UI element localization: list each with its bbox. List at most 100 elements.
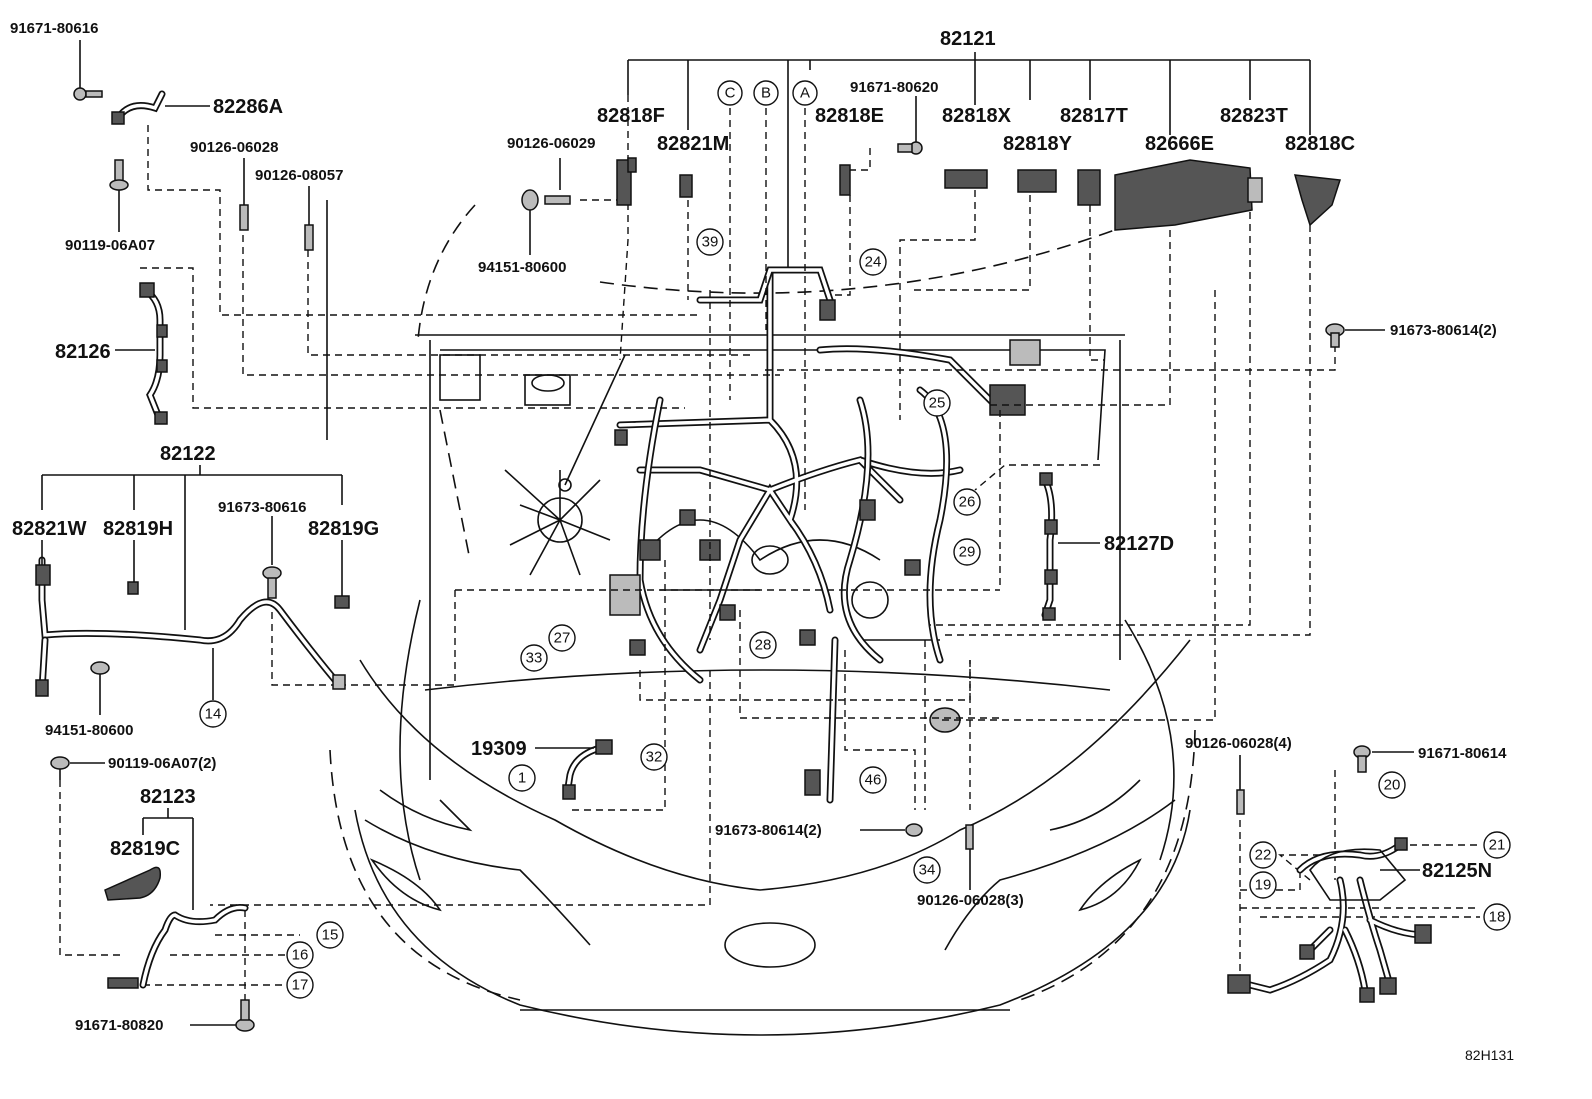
callout-46: 46 xyxy=(859,766,887,794)
svg-text:18: 18 xyxy=(1489,909,1506,926)
label-82125N: 82125N xyxy=(1422,860,1492,882)
stud-90126-06028 xyxy=(239,158,249,231)
svg-text:39: 39 xyxy=(702,234,719,251)
callout-20: 20 xyxy=(1378,771,1406,799)
label-90126-08057: 90126-08057 xyxy=(255,167,343,184)
callout-16: 16 xyxy=(286,941,314,969)
svg-text:C: C xyxy=(725,85,736,102)
label-91671-80620: 91671-80620 xyxy=(850,79,938,96)
part-labels: 82121 91671-80616 82286A 90126-06028 901… xyxy=(10,20,1514,1063)
marker-B: B xyxy=(753,80,779,106)
callout-32: 32 xyxy=(640,743,668,771)
callout-28: 28 xyxy=(749,631,777,659)
label-82126: 82126 xyxy=(55,341,111,363)
callout-1: 1 xyxy=(508,764,536,792)
label-82818X: 82818X xyxy=(942,105,1012,127)
callout-29: 29 xyxy=(953,538,981,566)
callout-26: 26 xyxy=(953,488,981,516)
svg-text:22: 22 xyxy=(1255,847,1272,864)
part-19309 xyxy=(535,739,613,800)
svg-text:26: 26 xyxy=(959,494,976,511)
label-82817T: 82817T xyxy=(1060,105,1128,127)
marker-C: C xyxy=(717,80,743,106)
svg-text:28: 28 xyxy=(755,637,772,654)
callout-19: 19 xyxy=(1249,871,1277,899)
label-91673-80614-2-bottom: 91673-80614(2) xyxy=(715,822,822,839)
svg-text:19: 19 xyxy=(1255,877,1272,894)
label-90126-06028-3: 90126-06028(3) xyxy=(917,892,1024,909)
label-91671-80614: 91671-80614 xyxy=(1418,745,1507,762)
svg-text:25: 25 xyxy=(929,395,946,412)
bolt-90119-06A07 xyxy=(109,159,129,232)
svg-text:20: 20 xyxy=(1384,777,1401,794)
label-82823T: 82823T xyxy=(1220,105,1288,127)
marker-A: A xyxy=(792,80,818,106)
label-90126-06028: 90126-06028 xyxy=(190,139,278,156)
label-82818E: 82818E xyxy=(815,105,884,127)
svg-text:A: A xyxy=(800,85,810,102)
callout-33: 33 xyxy=(520,644,548,672)
label-91673-80614-2-right: 91673-80614(2) xyxy=(1390,322,1497,339)
harness-82121-bracket xyxy=(627,52,1311,270)
svg-text:14: 14 xyxy=(205,706,222,723)
label-82123: 82123 xyxy=(140,786,196,808)
svg-text:46: 46 xyxy=(865,772,882,789)
svg-text:1: 1 xyxy=(518,770,526,787)
fan-illustration xyxy=(504,469,611,576)
label-90126-06029: 90126-06029 xyxy=(507,135,595,152)
callout-34: 34 xyxy=(913,856,941,884)
label-82819G: 82819G xyxy=(308,518,379,540)
leader-dashed-lines xyxy=(59,95,1480,1000)
harness-82123 xyxy=(50,756,255,1032)
callout-18: 18 xyxy=(1483,903,1511,931)
callout-22: 22 xyxy=(1249,841,1277,869)
callout-27: 27 xyxy=(548,624,576,652)
callout-25: 25 xyxy=(923,389,951,417)
callout-14: 14 xyxy=(199,700,227,728)
label-90119-06A07-2: 90119-06A07(2) xyxy=(108,755,216,772)
label-90119-06A07: 90119-06A07 xyxy=(65,237,155,254)
label-82122: 82122 xyxy=(160,443,216,465)
svg-text:34: 34 xyxy=(919,862,936,879)
bottom-center-fasteners xyxy=(860,823,974,890)
callout-17: 17 xyxy=(286,971,314,999)
callout-39: 39 xyxy=(696,228,724,256)
svg-text:B: B xyxy=(761,85,771,102)
label-82821W: 82821W xyxy=(12,518,87,540)
label-82818C: 82818C xyxy=(1285,133,1355,155)
label-82127D: 82127D xyxy=(1104,533,1174,555)
part-82127D xyxy=(1039,472,1100,621)
label-91671-80820: 91671-80820 xyxy=(75,1017,163,1034)
harness-82122 xyxy=(35,465,350,715)
harness-82125N xyxy=(1227,745,1432,1003)
label-82286A: 82286A xyxy=(213,96,283,118)
part-82286A xyxy=(73,40,210,125)
letter-markers: C B A xyxy=(717,80,818,106)
label-90126-06028-4: 90126-06028(4) xyxy=(1185,735,1292,752)
callout-15: 15 xyxy=(316,921,344,949)
svg-text:32: 32 xyxy=(646,749,663,766)
label-94151-80600-top: 94151-80600 xyxy=(478,259,566,276)
label-82821M: 82821M xyxy=(657,133,729,155)
svg-text:16: 16 xyxy=(292,947,309,964)
label-82818F: 82818F xyxy=(597,105,665,127)
label-82819C: 82819C xyxy=(110,838,180,860)
label-82819H: 82819H xyxy=(103,518,173,540)
label-82121: 82121 xyxy=(940,28,996,50)
label-82818Y: 82818Y xyxy=(1003,133,1073,155)
label-91671-80616: 91671-80616 xyxy=(10,20,98,37)
svg-text:29: 29 xyxy=(959,544,976,561)
part-82126 xyxy=(115,282,168,425)
label-94151-80600-left: 94151-80600 xyxy=(45,722,133,739)
diagram-code: 82H131 xyxy=(1465,1047,1514,1063)
svg-text:33: 33 xyxy=(526,650,543,667)
callout-24: 24 xyxy=(859,248,887,276)
vehicle-body-outline xyxy=(329,204,1196,1036)
svg-text:15: 15 xyxy=(322,927,339,944)
label-19309: 19309 xyxy=(471,738,527,760)
label-91673-80616: 91673-80616 xyxy=(218,499,306,516)
svg-text:27: 27 xyxy=(554,630,571,647)
svg-text:24: 24 xyxy=(865,254,882,271)
